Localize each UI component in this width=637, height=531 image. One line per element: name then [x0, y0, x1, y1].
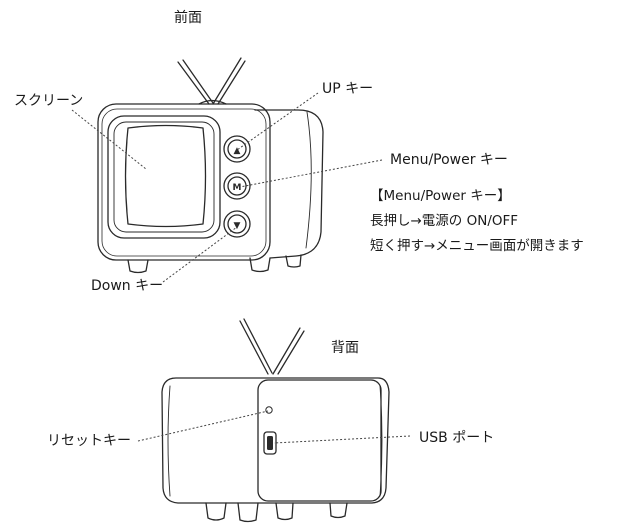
- note-short-press: 短く押す→メニュー画面が開きます: [370, 238, 584, 254]
- down-arrow-icon: ▼: [234, 221, 241, 231]
- back-tv: [161, 318, 390, 523]
- up-button-icon: [223, 135, 251, 163]
- menu-power-key-label: Menu/Power キー: [390, 152, 508, 168]
- leader-usb: [273, 435, 411, 444]
- up-arrow-icon: ▲: [234, 146, 241, 156]
- menu-power-note: 【Menu/Power キー】 長押し→電源の ON/OFF 短く押す→メニュー…: [370, 184, 584, 259]
- screen-label: スクリーン: [14, 93, 84, 109]
- down-key-label: Down キー: [91, 278, 164, 294]
- screen-bezel: [107, 115, 221, 239]
- leader-reset: [137, 410, 269, 442]
- reset-hole-icon: [265, 406, 273, 414]
- note-title: 【Menu/Power キー】: [370, 188, 511, 204]
- reset-key-label: リセットキー: [47, 433, 131, 449]
- foot-left-icon: [127, 259, 149, 274]
- down-button-icon: [223, 210, 251, 238]
- leader-down: [162, 226, 238, 283]
- back-antenna-right-icon: [272, 327, 305, 375]
- usb-port-label: USB ポート: [419, 430, 495, 446]
- back-heading: 背面: [331, 340, 359, 356]
- leader-menu: [239, 159, 383, 188]
- antenna-left-icon: [177, 59, 214, 105]
- front-tv: [97, 57, 324, 274]
- menu-m-icon: M: [233, 183, 242, 193]
- back-antenna-left-icon: [239, 318, 273, 375]
- tv-body-front: [97, 103, 271, 261]
- front-heading: 前面: [174, 10, 202, 26]
- screen: [124, 124, 207, 228]
- foot-right-icon: [249, 257, 271, 273]
- leader-up: [236, 92, 319, 151]
- back-cover-panel: [257, 379, 382, 502]
- menu-button-icon: [223, 172, 251, 200]
- note-long-press: 長押し→電源の ON/OFF: [370, 213, 519, 229]
- up-key-label: UP キー: [322, 81, 374, 97]
- antenna-right-icon: [212, 57, 246, 105]
- leader-screen: [71, 109, 147, 170]
